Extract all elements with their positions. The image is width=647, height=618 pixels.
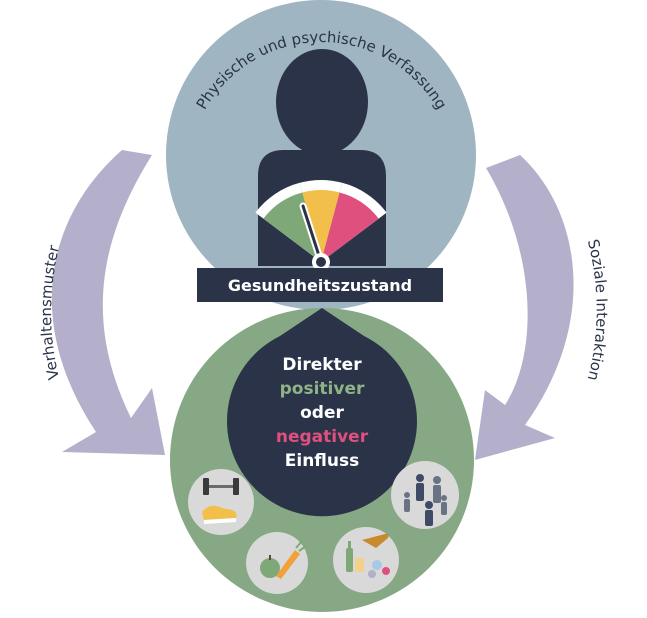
healthy-food-icon (246, 532, 308, 594)
influence-line-1: Direkter (282, 355, 362, 375)
influence-line-3: oder (300, 403, 344, 423)
health-gauge-icon (255, 180, 387, 271)
right-cycle-arrow (475, 155, 574, 460)
status-banner (197, 268, 443, 302)
influence-line-4: negativer (276, 427, 369, 447)
people-icon (391, 461, 459, 529)
substances-icon (333, 527, 399, 593)
left-cycle-arrow (51, 150, 165, 455)
right-arc-label: Soziale Interaktion (584, 237, 611, 382)
influence-line-2: positiver (280, 379, 365, 399)
influence-badge (227, 308, 418, 517)
fitness-icon (188, 469, 254, 535)
status-banner-label: Gesundheitszustand (228, 276, 412, 295)
influence-line-5: Einfluss (285, 451, 359, 471)
